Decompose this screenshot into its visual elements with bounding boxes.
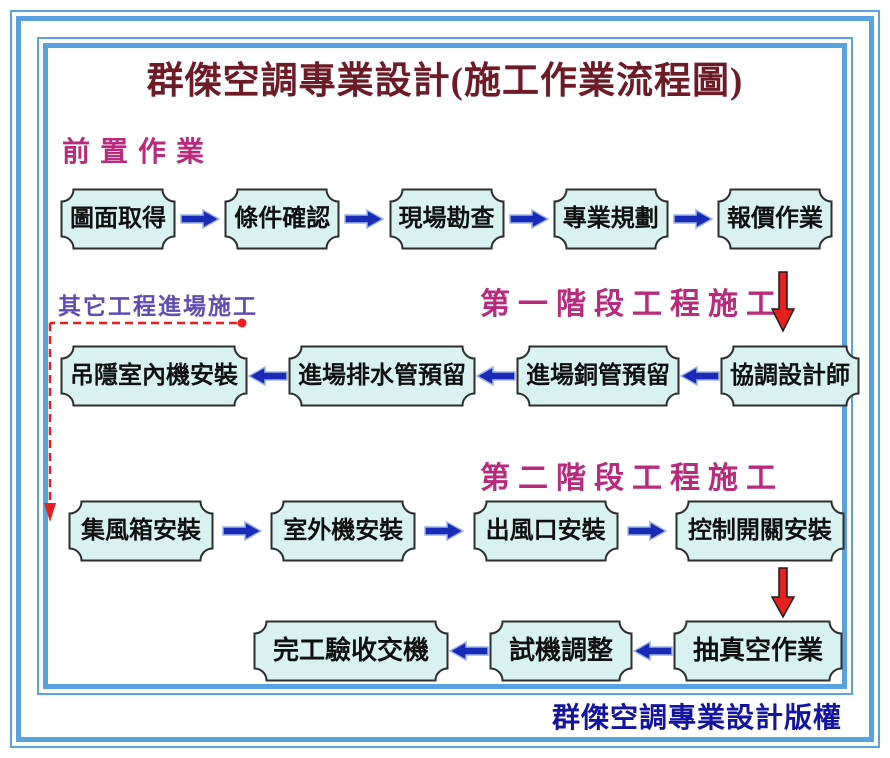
- flow-box-label: 現場勘查: [398, 206, 495, 232]
- flow-box: 出風口安裝: [473, 500, 619, 562]
- arrow-left-icon: [449, 640, 489, 662]
- flow-box: 控制開關安裝: [675, 500, 845, 562]
- flow-box-label: 條件確認: [234, 206, 331, 232]
- arrow-right-icon: [673, 208, 713, 230]
- flow-box-label: 抽真空作業: [693, 636, 824, 665]
- plaque-shape: [389, 188, 504, 250]
- red-arrow-down-icon: [771, 567, 795, 619]
- flow-box-label: 出風口安裝: [485, 518, 606, 544]
- flow-box-label: 專業規劃: [562, 206, 659, 232]
- arrow-right-icon: [424, 520, 465, 542]
- page-title: 群傑空調專業設計(施工作業流程圖): [146, 61, 744, 102]
- flow-box: 試機調整: [489, 620, 633, 682]
- plaque-shape: [473, 500, 619, 562]
- arrow-left-icon: [476, 365, 516, 387]
- flow-box-label: 協調設計師: [730, 363, 850, 389]
- plaque-shape: [270, 500, 416, 562]
- flow-box: 抽真空作業: [673, 620, 843, 682]
- flow-box: 吊隱室內機安裝: [60, 345, 248, 407]
- dashed-connector: [44, 318, 247, 522]
- arrow-left-icon: [248, 365, 288, 387]
- flow-box: 現場勘查: [389, 188, 505, 250]
- flow-box-label: 進場排水管預留: [298, 363, 466, 389]
- plaque-shape: [675, 500, 845, 562]
- flow-row-stage1: 吊隱室內機安裝 進場排水管預留 進場銅管預留 協調設計師: [60, 345, 860, 407]
- flow-box: 進場排水管預留: [288, 345, 476, 407]
- flow-box: 室外機安裝: [270, 500, 416, 562]
- flow-box-label: 室外機安裝: [283, 518, 404, 544]
- plaque-shape: [673, 620, 843, 682]
- section-label-other-works: 其它工程進場施工: [58, 294, 258, 319]
- plaque-shape: [516, 345, 680, 407]
- plaque-shape: [60, 345, 248, 407]
- flow-box: 報價作業: [717, 188, 833, 250]
- flow-box-label: 進場銅管預留: [526, 363, 670, 389]
- arrow-left-icon: [633, 640, 673, 662]
- flow-box-label: 集風箱安裝: [81, 518, 201, 544]
- flow-row-pre-work: 圖面取得 條件確認 現場勘查 專業規劃 報價作業: [60, 188, 833, 250]
- plaque-shape: [553, 188, 669, 250]
- plaque-shape: [717, 188, 833, 250]
- flow-box: 協調設計師: [720, 345, 860, 407]
- flow-box-label: 圖面取得: [70, 206, 166, 232]
- plaque-shape: [224, 188, 340, 250]
- copyright-text: 群傑空調專業設計版權: [551, 702, 842, 733]
- section-label-stage1: 第一階段工程施工: [480, 288, 784, 321]
- arrow-right-icon: [222, 520, 263, 542]
- flow-box: 條件確認: [224, 188, 340, 250]
- flow-box: 集風箱安裝: [68, 500, 214, 562]
- flow-box-label: 控制開關安裝: [687, 518, 832, 544]
- plaque-shape: [288, 345, 476, 407]
- arrow-left-icon: [680, 365, 720, 387]
- plaque-shape: [720, 345, 860, 407]
- flow-box: 圖面取得: [60, 188, 176, 250]
- flow-box: 進場銅管預留: [516, 345, 680, 407]
- flow-box: 專業規劃: [553, 188, 669, 250]
- plaque-shape: [68, 500, 214, 562]
- section-label-pre-work: 前置作業: [62, 137, 215, 168]
- plaque-shape: [253, 620, 449, 682]
- red-arrow-down-icon: [771, 271, 795, 333]
- arrow-right-icon: [508, 208, 549, 230]
- arrow-right-icon: [180, 208, 221, 230]
- plaque-shape: [60, 188, 176, 250]
- section-label-stage2: 第二階段工程施工: [480, 462, 784, 495]
- arrow-right-icon: [627, 520, 667, 542]
- flow-box-label: 吊隱室內機安裝: [70, 363, 238, 389]
- flow-row-final: 完工驗收交機 試機調整 抽真空作業: [253, 620, 843, 682]
- plaque-shape: [489, 620, 633, 682]
- flow-box-label: 報價作業: [727, 206, 823, 232]
- flow-box: 完工驗收交機: [253, 620, 449, 682]
- flow-box-label: 完工驗收交機: [273, 636, 430, 665]
- flow-box-label: 試機調整: [509, 636, 614, 665]
- arrow-right-icon: [344, 208, 385, 230]
- flow-row-stage2: 集風箱安裝 室外機安裝 出風口安裝 控制開關安裝: [68, 500, 845, 562]
